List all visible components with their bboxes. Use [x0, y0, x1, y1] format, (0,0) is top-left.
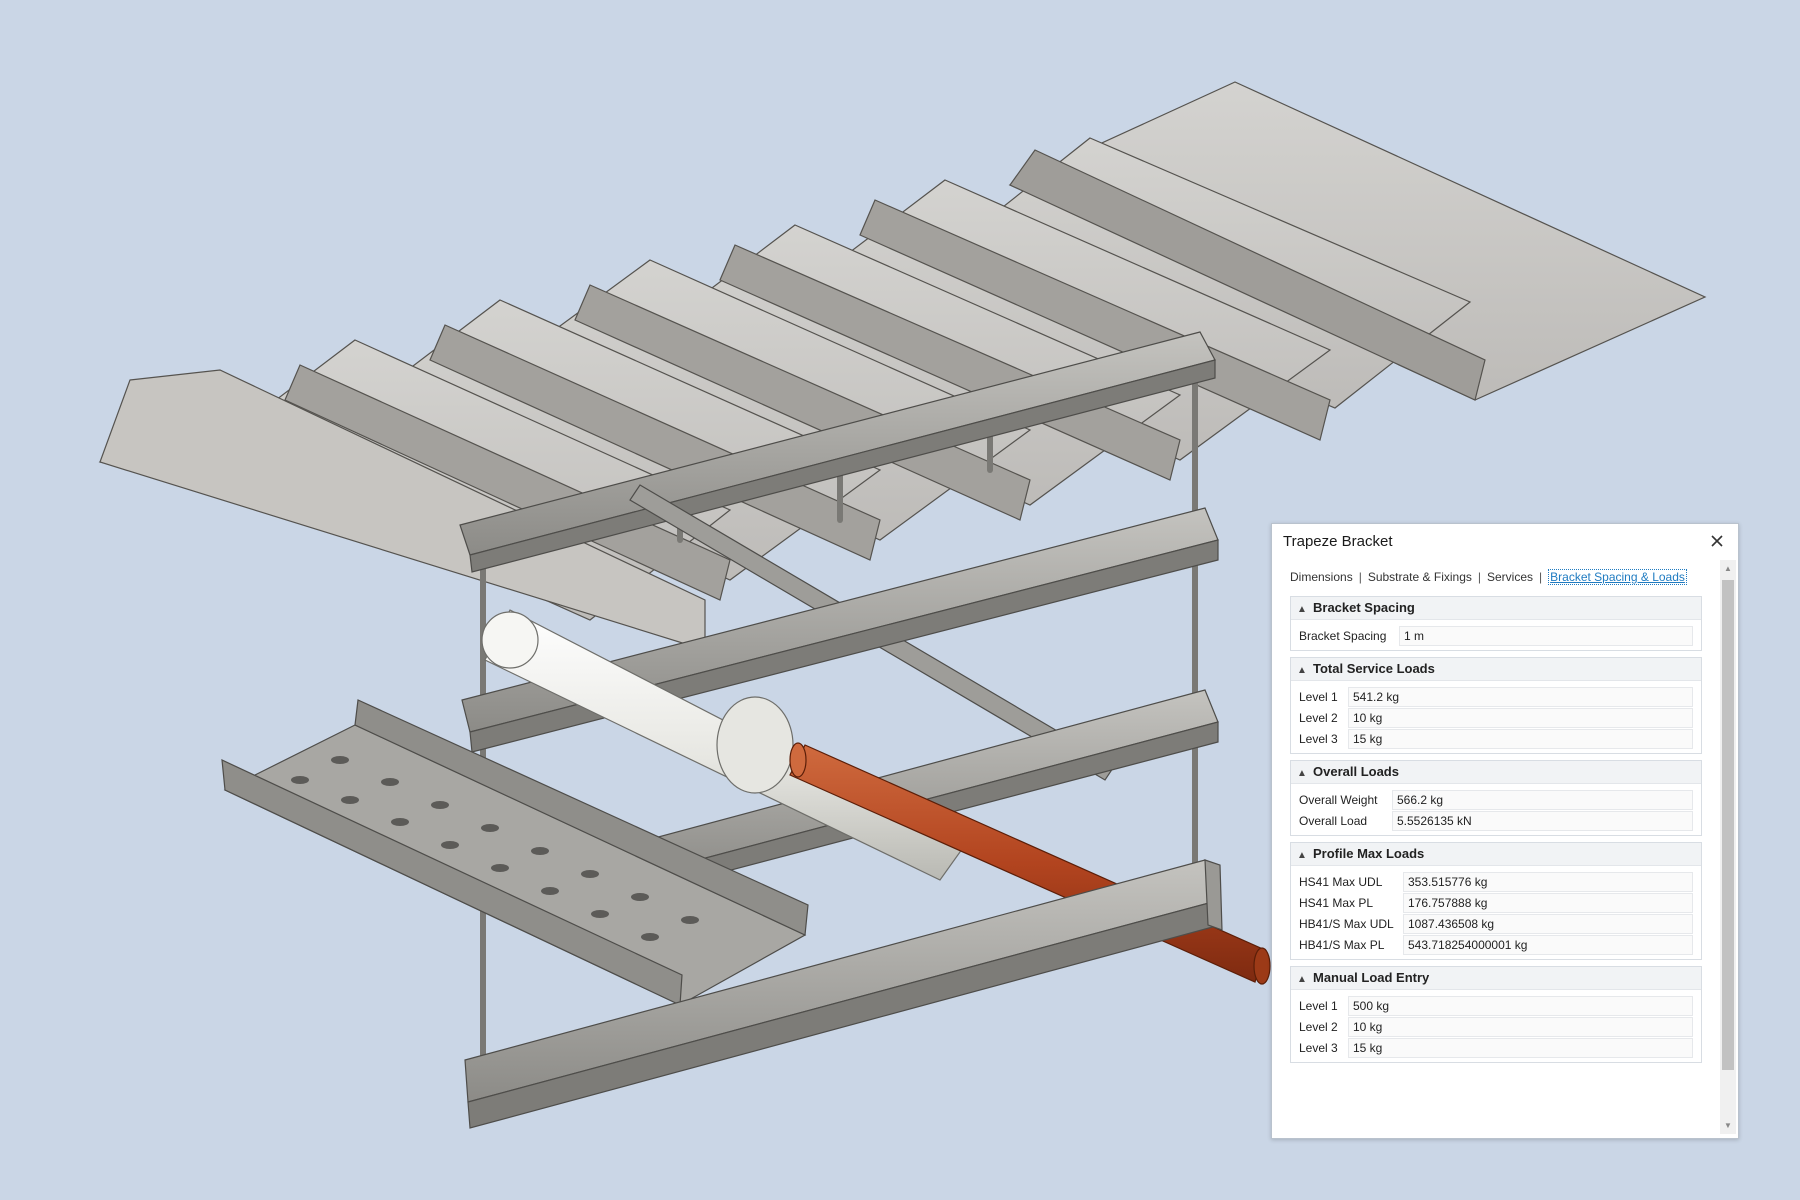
row-bracket-spacing: Bracket Spacing 1 m: [1299, 625, 1693, 646]
hs41-max-pl-field[interactable]: 176.757888 kg: [1403, 892, 1693, 913]
panel-title: Trapeze Bracket: [1283, 533, 1393, 550]
section-profile-max-loads: ▲ Profile Max Loads HS41 Max UDL 353.51577…: [1290, 842, 1702, 960]
scrollbar-thumb[interactable]: [1722, 580, 1734, 1070]
manual-level-2-field[interactable]: 10 kg: [1348, 1016, 1693, 1037]
field-label: Level 3: [1299, 731, 1338, 746]
field-label: Level 2: [1299, 1019, 1338, 1034]
scroll-up-icon[interactable]: ▲: [1724, 564, 1732, 573]
chevron-up-icon: ▲: [1297, 974, 1307, 985]
chevron-up-icon: ▲: [1297, 604, 1307, 615]
bracket-spacing-field[interactable]: 1 m: [1399, 625, 1693, 646]
chevron-up-icon: ▲: [1297, 665, 1307, 676]
field-label: Level 2: [1299, 710, 1338, 725]
panel-content: ▲ Bracket Spacing Bracket Spacing 1 m ▲ Tot…: [1290, 596, 1702, 1069]
section-header-overall-loads[interactable]: ▲ Overall Loads: [1291, 761, 1701, 784]
section-header-total-service-loads[interactable]: ▲ Total Service Loads: [1291, 658, 1701, 681]
white-pipe: [481, 609, 966, 881]
row-hb41s-max-pl: HB41/S Max PL 543.718254000001 kg: [1299, 934, 1693, 955]
section-manual-load-entry: ▲ Manual Load Entry Level 1 500 kg Level 2…: [1290, 966, 1702, 1063]
cable-tray: [221, 699, 809, 1006]
service-level-1-field[interactable]: 541.2 kg: [1348, 686, 1693, 707]
hs41-max-udl-field[interactable]: 353.515776 kg: [1403, 871, 1693, 892]
chevron-up-icon: ▲: [1297, 768, 1307, 779]
section-title: Manual Load Entry: [1313, 970, 1430, 985]
row-hb41s-max-udl: HB41/S Max UDL 1087.436508 kg: [1299, 913, 1693, 934]
row-overall-weight: Overall Weight 566.2 kg: [1299, 789, 1693, 810]
service-level-2-field[interactable]: 10 kg: [1348, 707, 1693, 728]
scroll-down-icon[interactable]: ▼: [1724, 1121, 1732, 1130]
row-overall-load: Overall Load 5.5526135 kN: [1299, 810, 1693, 831]
field-label: Level 1: [1299, 689, 1338, 704]
tab-bracket-spacing-loads[interactable]: Bracket Spacing & Loads: [1548, 569, 1687, 585]
panel-scrollbar[interactable]: ▲ ▼: [1720, 560, 1736, 1134]
panel-titlebar: Trapeze Bracket: [1272, 524, 1738, 558]
manual-level-1-field[interactable]: 500 kg: [1348, 995, 1693, 1016]
trapeze-bracket-panel: Trapeze Bracket Dimensions | Substrate & F…: [1271, 523, 1739, 1139]
field-label: HB41/S Max UDL: [1299, 916, 1394, 931]
section-title: Total Service Loads: [1313, 661, 1435, 676]
overall-load-field[interactable]: 5.5526135 kN: [1392, 810, 1693, 831]
overall-weight-field[interactable]: 566.2 kg: [1392, 789, 1693, 810]
row-hs41-max-udl: HS41 Max UDL 353.515776 kg: [1299, 871, 1693, 892]
row-service-level-2: Level 2 10 kg: [1299, 707, 1693, 728]
field-label: Level 3: [1299, 1040, 1338, 1055]
field-label: HB41/S Max PL: [1299, 937, 1385, 952]
section-title: Profile Max Loads: [1313, 846, 1425, 861]
level-3-channel: [464, 859, 1223, 1129]
field-label: HS41 Max PL: [1299, 895, 1374, 910]
close-icon[interactable]: [1706, 530, 1728, 552]
field-label: Bracket Spacing: [1299, 628, 1387, 643]
tab-substrate-fixings[interactable]: Substrate & Fixings: [1367, 570, 1472, 584]
tab-dimensions[interactable]: Dimensions: [1290, 570, 1353, 584]
section-title: Overall Loads: [1313, 764, 1399, 779]
field-label: HS41 Max UDL: [1299, 874, 1383, 889]
row-service-level-3: Level 3 15 kg: [1299, 728, 1693, 749]
row-manual-level-1: Level 1 500 kg: [1299, 995, 1693, 1016]
section-overall-loads: ▲ Overall Loads Overall Weight 566.2 kg Ov…: [1290, 760, 1702, 836]
tab-separator: |: [1477, 570, 1481, 584]
service-level-3-field[interactable]: 15 kg: [1348, 728, 1693, 749]
row-hs41-max-pl: HS41 Max PL 176.757888 kg: [1299, 892, 1693, 913]
row-service-level-1: Level 1 541.2 kg: [1299, 686, 1693, 707]
concrete-deck: [98, 81, 1707, 651]
section-bracket-spacing: ▲ Bracket Spacing Bracket Spacing 1 m: [1290, 596, 1702, 651]
field-label: Overall Load: [1299, 813, 1368, 828]
manual-level-3-field[interactable]: 15 kg: [1348, 1037, 1693, 1058]
tab-separator: |: [1358, 570, 1362, 584]
hb41s-max-pl-field[interactable]: 543.718254000001 kg: [1403, 934, 1693, 955]
row-manual-level-2: Level 2 10 kg: [1299, 1016, 1693, 1037]
tab-services[interactable]: Services: [1487, 570, 1534, 584]
field-label: Level 1: [1299, 998, 1338, 1013]
row-manual-level-3: Level 3 15 kg: [1299, 1037, 1693, 1058]
section-header-bracket-spacing[interactable]: ▲ Bracket Spacing: [1291, 597, 1701, 620]
section-total-service-loads: ▲ Total Service Loads Level 1 541.2 kg Lev…: [1290, 657, 1702, 754]
section-title: Bracket Spacing: [1313, 600, 1415, 615]
hb41s-max-udl-field[interactable]: 1087.436508 kg: [1403, 913, 1693, 934]
field-label: Overall Weight: [1299, 792, 1378, 807]
chevron-up-icon: ▲: [1297, 850, 1307, 861]
tab-separator: |: [1539, 570, 1543, 584]
section-header-profile-max-loads[interactable]: ▲ Profile Max Loads: [1291, 843, 1701, 866]
panel-tabs: Dimensions | Substrate & Fixings | Services |…: [1290, 569, 1720, 588]
section-header-manual-load-entry[interactable]: ▲ Manual Load Entry: [1291, 967, 1701, 990]
